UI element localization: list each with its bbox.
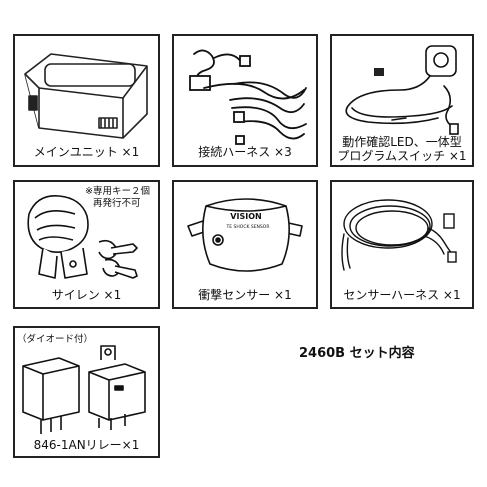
relay-diode-note: （ダイオード付） xyxy=(17,334,94,345)
item-led-switch-label-2: プログラムスイッチ ×1 xyxy=(337,149,467,163)
shock-sensor-illustration: VISION TE SHOCK SENSOR xyxy=(187,198,303,272)
siren-key-note-1: ※専用キー２個 xyxy=(85,186,150,197)
item-led-switch-label-1: 動作確認LED、一体型 xyxy=(342,135,462,149)
relay-illustration xyxy=(22,345,146,434)
sensor-harness-illustration xyxy=(341,199,457,271)
item-siren-label: サイレン ×1 xyxy=(51,288,122,302)
item-main-unit: メインユニット ×1 xyxy=(13,34,160,167)
connection-harness-illustration xyxy=(189,49,307,145)
item-led-switch: 動作確認LED、一体型 プログラムスイッチ ×1 xyxy=(330,34,474,167)
item-sensor-harness: センサーハーネス ×1 xyxy=(330,180,474,309)
main-unit-illustration xyxy=(24,53,148,139)
item-shock-sensor: VISION TE SHOCK SENSOR 衝撃センサー ×1 xyxy=(172,180,318,309)
item-relay-label: 846-1ANリレー×1 xyxy=(33,438,140,452)
item-main-unit-label: メインユニット ×1 xyxy=(33,145,140,159)
item-relay: （ダイオード付） 846-1ANリレー×1 xyxy=(13,326,160,458)
item-connection-harness-label: 接続ハーネス ×3 xyxy=(198,145,292,159)
led-switch-illustration xyxy=(345,45,459,135)
siren-key-note-2: 再発行不可 xyxy=(93,198,141,209)
item-connection-harness: 接続ハーネス ×3 xyxy=(172,34,318,167)
sensor-brand-text: VISION xyxy=(230,212,261,221)
sensor-model-text: TE SHOCK SENSOR xyxy=(226,224,270,230)
set-contents-title: 2460B セット内容 xyxy=(299,346,415,361)
item-sensor-harness-label: センサーハーネス ×1 xyxy=(343,288,461,302)
item-shock-sensor-label: 衝撃センサー ×1 xyxy=(198,288,292,302)
siren-illustration xyxy=(27,195,138,279)
item-siren: ※専用キー２個 再発行不可 サイレン ×1 xyxy=(13,180,160,309)
